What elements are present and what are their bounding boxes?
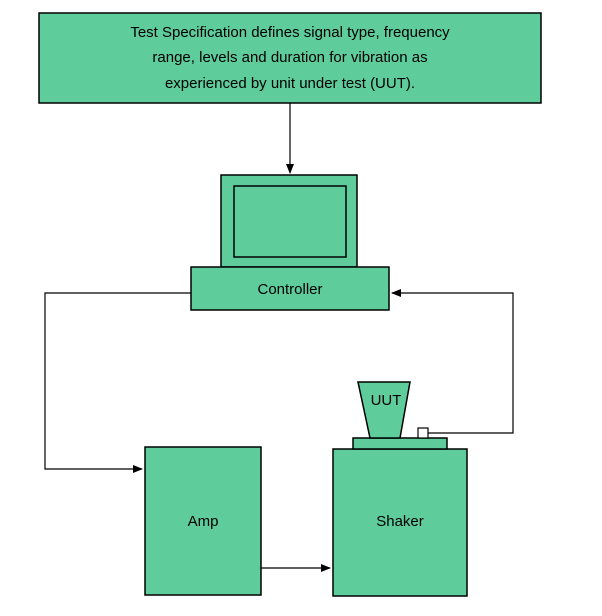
shaker-label: Shaker	[376, 513, 424, 530]
feedback-to-controller-arrow	[391, 289, 514, 434]
amp-label: Amp	[188, 513, 219, 530]
controller-monitor	[220, 174, 358, 268]
test-specification-box: Test Specification defines signal type, …	[38, 12, 542, 104]
shaker-box: Shaker	[332, 448, 468, 597]
spec-line-3: experienced by unit under test (UUT).	[165, 75, 415, 92]
accelerometer-sensor	[417, 427, 429, 439]
controller-label: Controller	[257, 281, 322, 298]
controller-box: Controller	[190, 266, 390, 311]
spec-line-2: range, levels and duration for vibration…	[152, 49, 427, 66]
uut-label: UUT	[371, 392, 402, 409]
shaker-table	[352, 437, 448, 450]
spec-line-1: Test Specification defines signal type, …	[130, 24, 450, 41]
amp-box: Amp	[144, 446, 262, 596]
monitor-screen	[233, 185, 347, 258]
controller-to-amp-arrow	[44, 292, 191, 473]
uut-unit: UUT	[357, 381, 411, 439]
